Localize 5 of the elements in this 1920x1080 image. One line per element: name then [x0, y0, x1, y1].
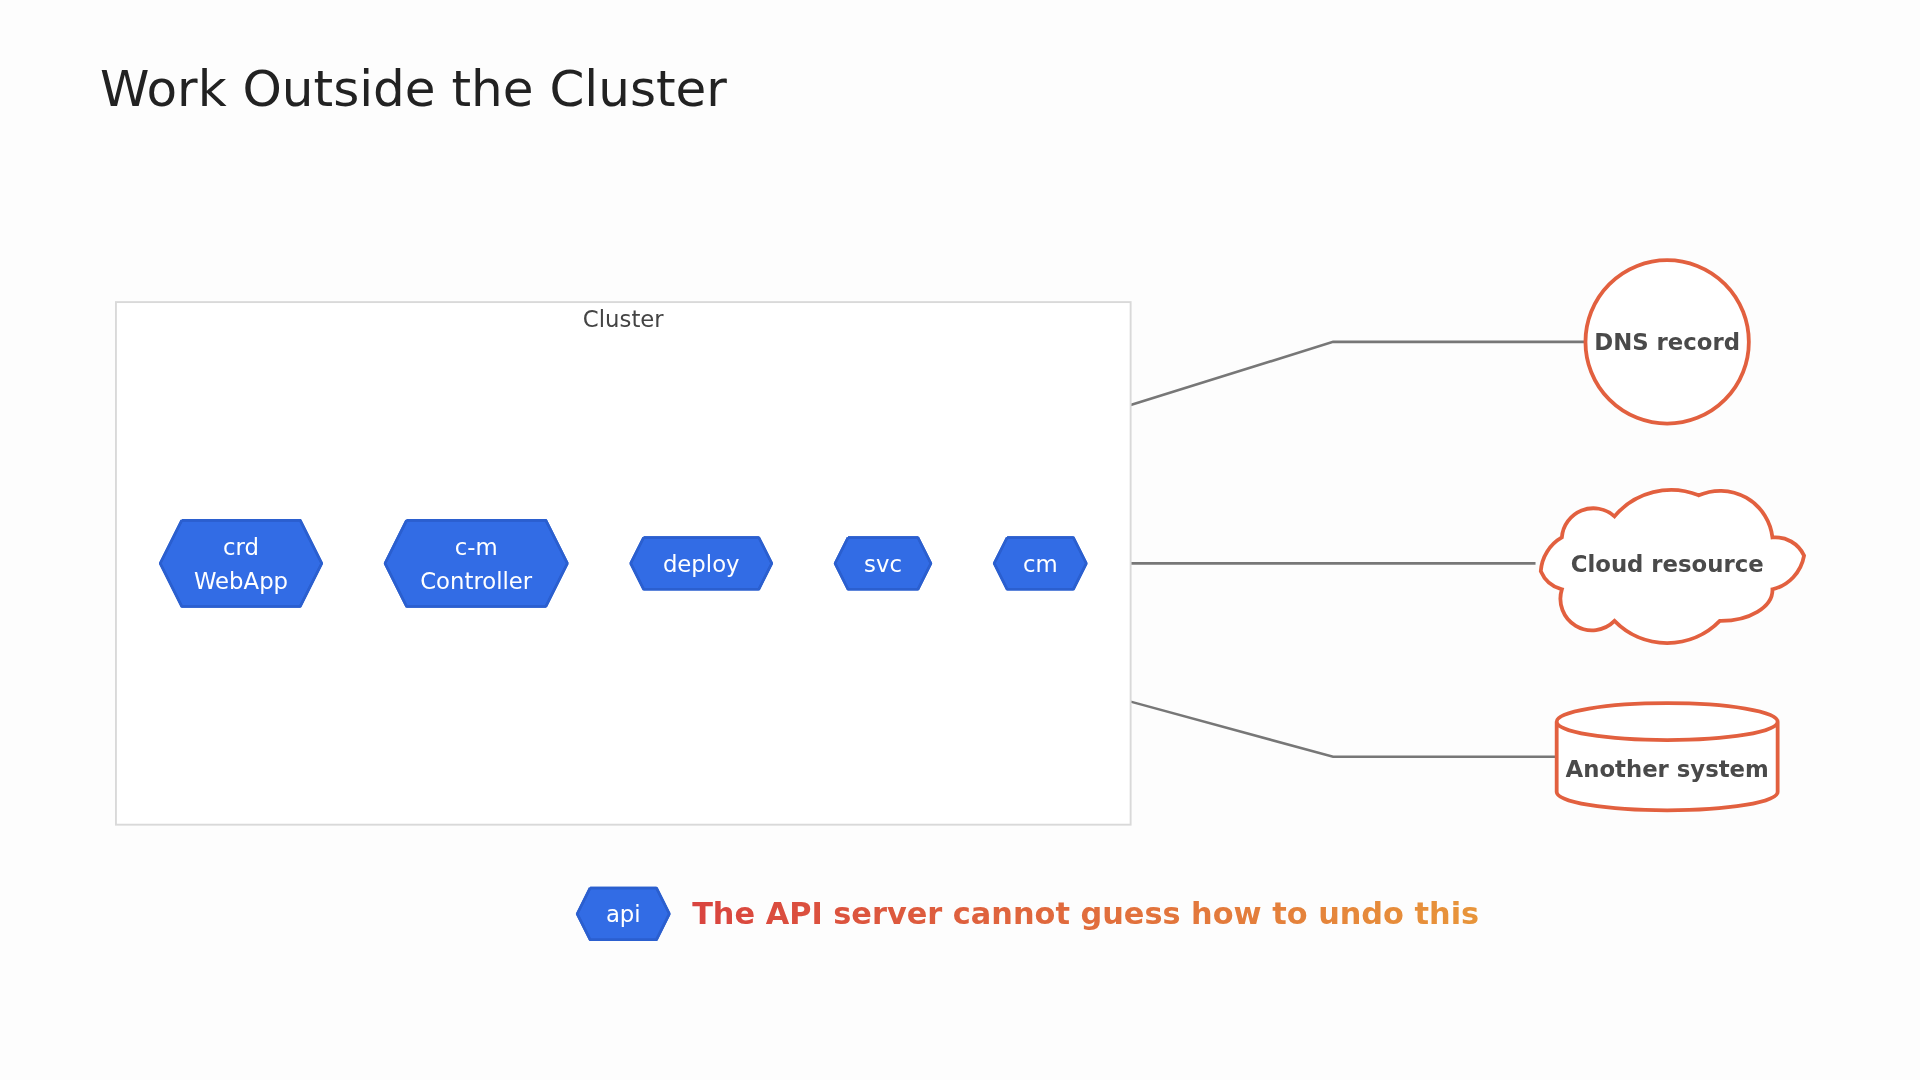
title: Work Outside the Cluster: [100, 60, 727, 118]
connector: [1130, 562, 1536, 565]
connector: [1130, 700, 1557, 759]
note-text: The API server cannot guess how to undo this: [692, 896, 1480, 932]
node-circle: DNS record: [1583, 258, 1751, 426]
